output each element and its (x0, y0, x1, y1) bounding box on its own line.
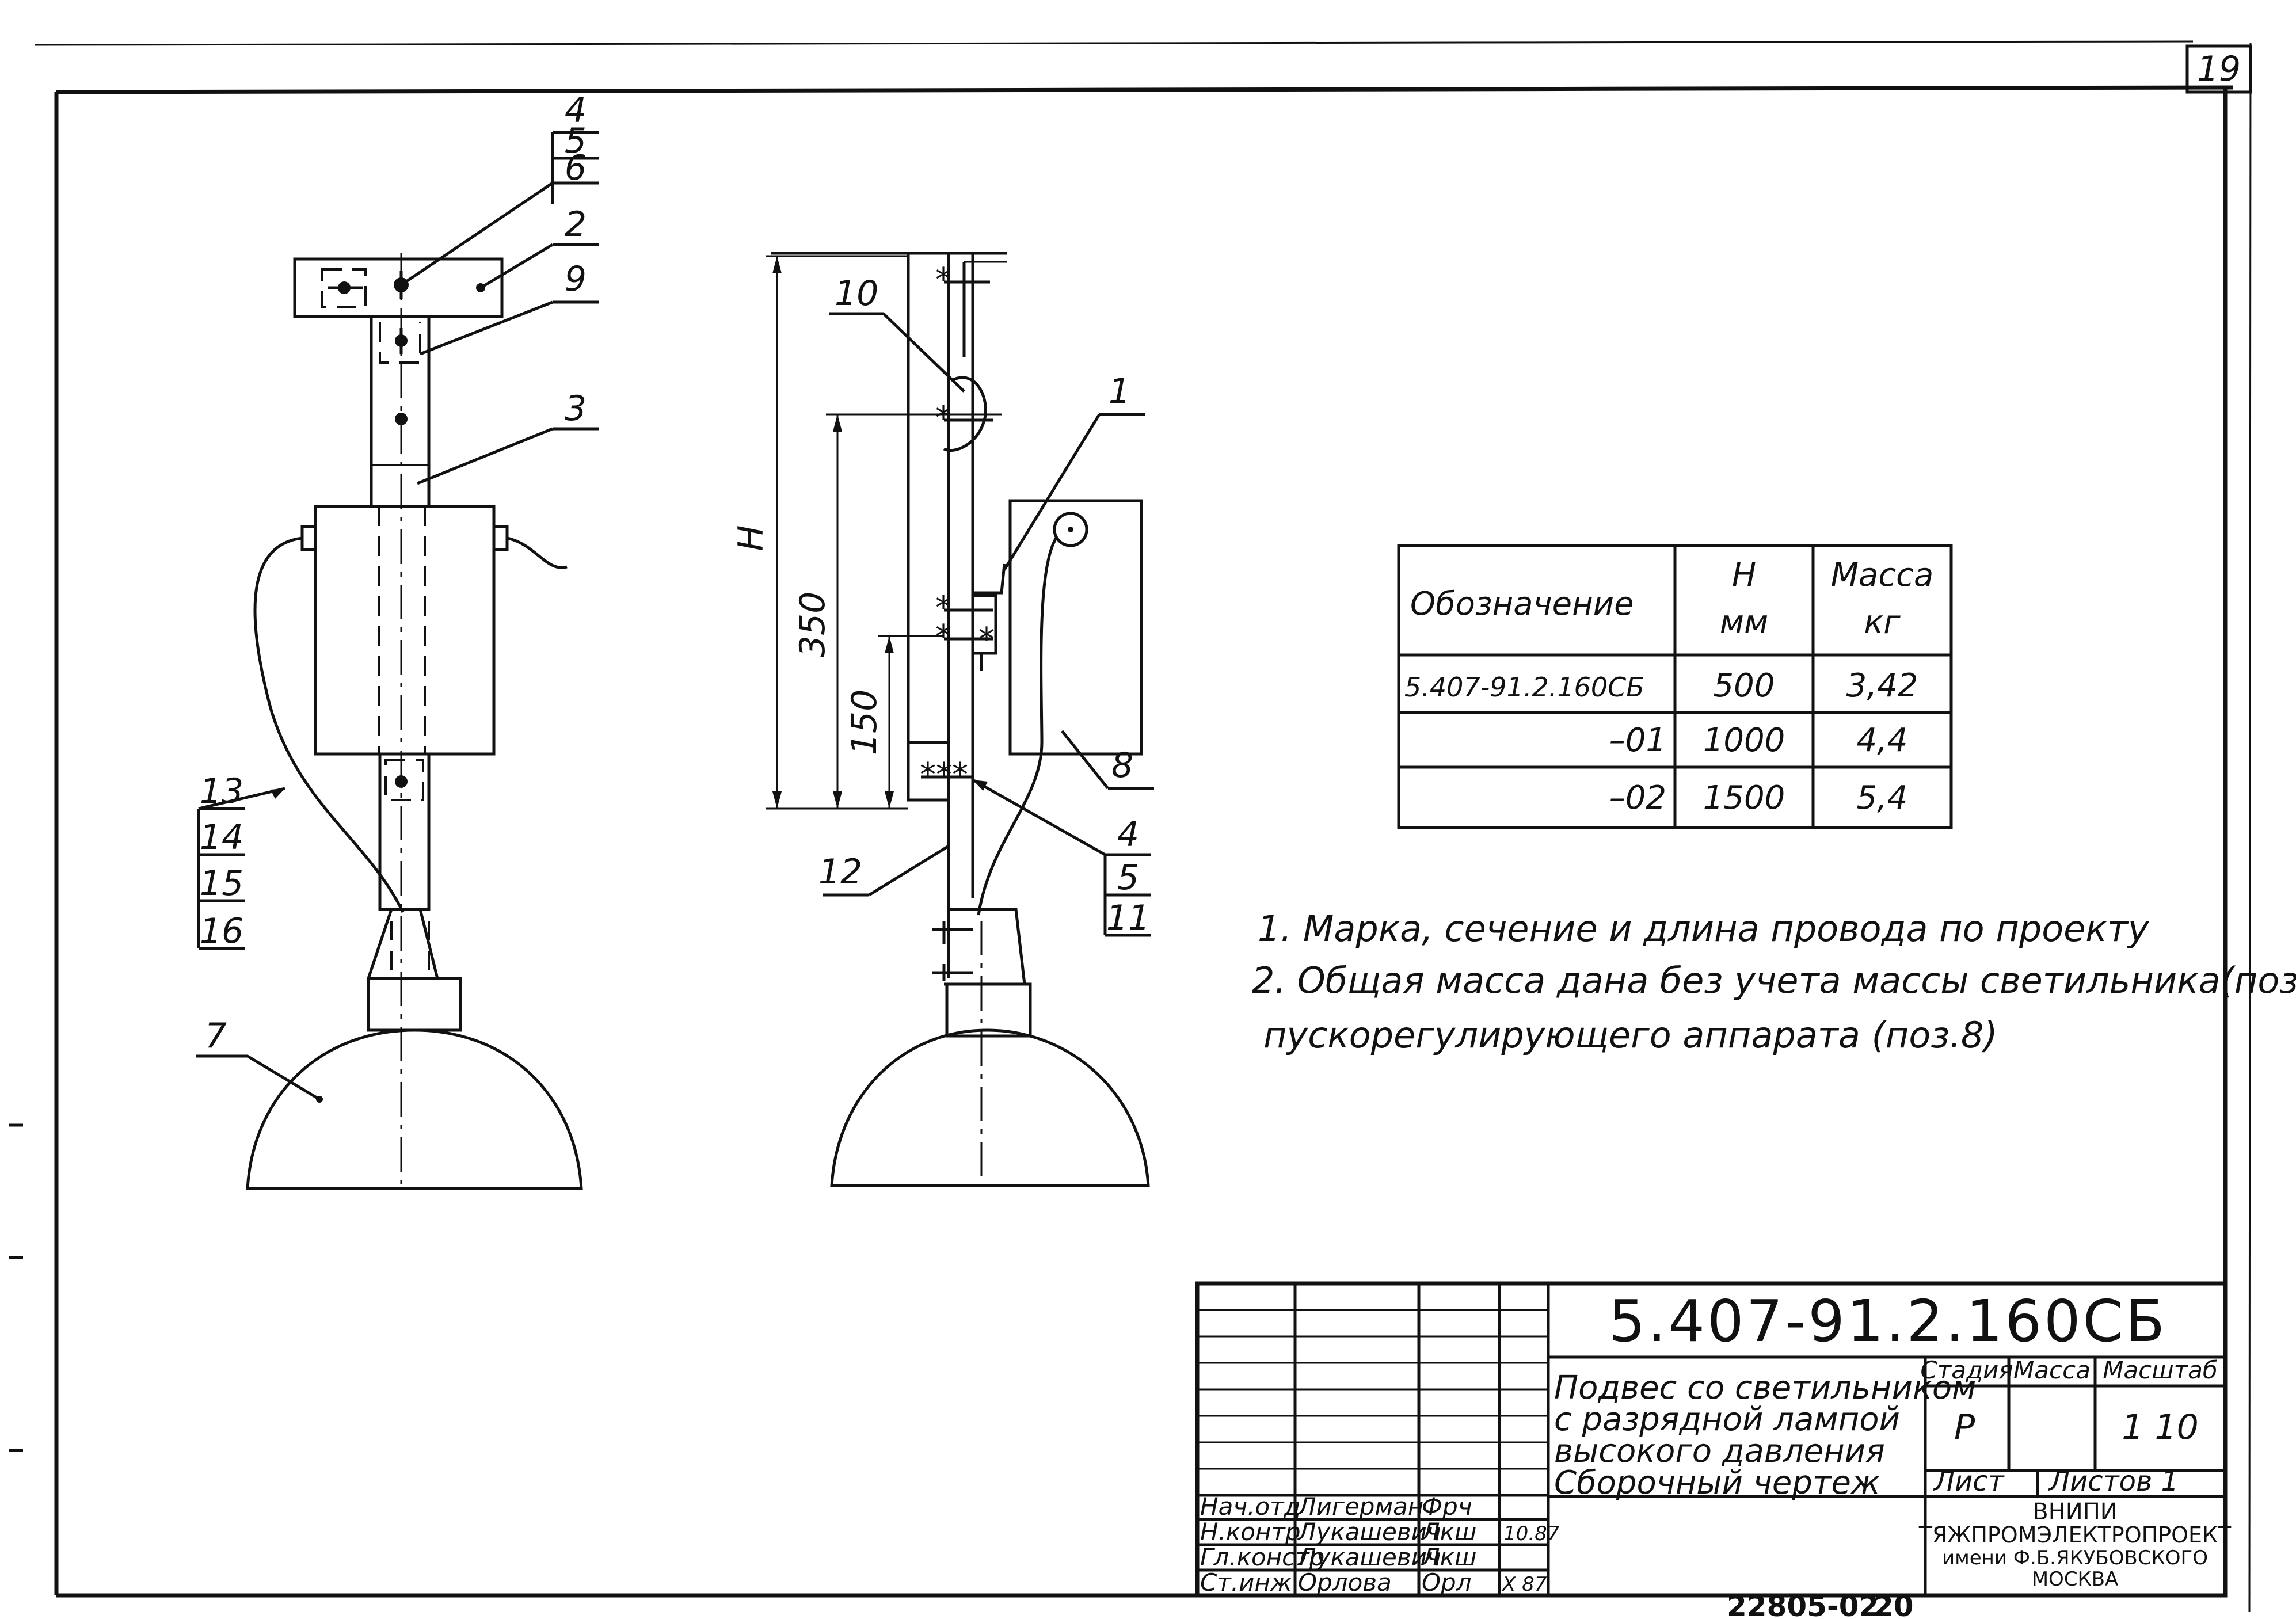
spec-table: Обозначение H мм Масса кг 5.407-91.2.160… (1397, 544, 1953, 829)
callout-front-14: 14 (200, 817, 243, 858)
callout-front-13: 13 (200, 771, 243, 812)
callout-front-6: 6 (565, 148, 587, 188)
signer-name: Орлова (1298, 1568, 1392, 1597)
svg-text:*: * (978, 621, 995, 658)
callout-side-12: 12 (818, 852, 862, 892)
signer-signature: Лкш (1421, 1518, 1476, 1546)
td-designation: –01 (1609, 722, 1666, 759)
callout-side-1: 1 (1109, 371, 1130, 412)
front-view: 4 5 6 2 9 3 13 14 15 16 7 (196, 90, 599, 1190)
stage-header: Стадия (1920, 1356, 2013, 1384)
signer-role: Ст.инж (1200, 1568, 1292, 1597)
signer-name: Лукашевич (1297, 1543, 1441, 1571)
stage-value: Р (1954, 1407, 1975, 1447)
dim-height-label: H (731, 525, 771, 551)
svg-text:*: * (935, 399, 951, 437)
scale-value: 1 10 (2122, 1407, 2199, 1447)
title-line: Сборочный чертеж (1554, 1464, 1880, 1502)
td-designation: 5.407-91.2.160СБ (1404, 672, 1644, 703)
org-line: ВНИПИ (2032, 1499, 2117, 1525)
luminaire-dome (246, 1028, 583, 1190)
td-h: 500 (1714, 667, 1775, 704)
sheets-label: Листов 1 (2048, 1465, 2179, 1498)
callout-side-11: 11 (1106, 898, 1150, 938)
title-block: 5.407-91.2.160СБ Подвес со светильником … (1195, 1281, 2232, 1598)
callout-front-3: 3 (565, 388, 587, 429)
svg-text:*: * (935, 589, 951, 627)
side-view: * * * * * *** (731, 252, 1154, 1187)
luminaire-side (830, 1028, 1150, 1187)
title-line: Подвес со светильником (1554, 1369, 1976, 1407)
callout-side-10: 10 (835, 273, 878, 314)
signer-signature: Фрч (1422, 1492, 1472, 1521)
page-number: 19 (2197, 49, 2241, 89)
callout-front-4: 4 (565, 90, 587, 131)
signer-date: 10.87 (1503, 1522, 1560, 1545)
td-mass: 4,4 (1856, 722, 1907, 759)
callout-front-7: 7 (205, 1016, 227, 1056)
signer-role: Нач.отд (1200, 1492, 1301, 1521)
scale-header: Масштаб (2103, 1356, 2218, 1384)
th-mass: Масса (1831, 557, 1934, 594)
signer-signature: Лкш (1421, 1543, 1476, 1571)
td-h: 1000 (1703, 722, 1785, 759)
signer-name: Лигерман (1297, 1492, 1423, 1521)
th-designation: Обозначение (1410, 585, 1634, 623)
archive-suffix: 20 (1874, 1590, 1914, 1619)
td-mass: 3,42 (1846, 667, 1918, 704)
svg-text:*: * (935, 261, 951, 299)
note-line: 2. Общая масса дана без учета массы свет… (1252, 959, 2296, 1001)
callout-side-4: 4 (1117, 814, 1139, 855)
callout-front-15: 15 (200, 863, 243, 904)
ballast-side (1008, 499, 1143, 756)
signer-role: Н.контр (1200, 1518, 1301, 1546)
title-line: с разрядной лампой (1554, 1401, 1900, 1438)
callout-front-16: 16 (200, 911, 243, 951)
archive-number: 22805-02 (1727, 1590, 1879, 1619)
th-h: H (1732, 557, 1756, 594)
signer-date: X 87 (1501, 1573, 1547, 1596)
svg-text:***: *** (920, 756, 968, 794)
title-line: высокого давления (1554, 1433, 1885, 1470)
ballast-box (314, 505, 496, 756)
dim-350-label: 350 (793, 592, 833, 658)
callout-front-9: 9 (565, 259, 587, 299)
sheet-frame: 19 (9, 40, 2252, 1612)
th-h-unit: мм (1720, 604, 1769, 641)
callout-side-8: 8 (1111, 745, 1133, 786)
org-line: МОСКВА (2032, 1568, 2119, 1591)
td-mass: 5,4 (1856, 779, 1907, 817)
callout-front-5: 5 (565, 121, 587, 161)
signer-name: Лукашевич (1297, 1518, 1441, 1546)
org-line: ТЯЖПРОМЭЛЕКТРОПРОЕКТ (1918, 1522, 2232, 1548)
callout-side-5: 5 (1117, 858, 1139, 898)
note-line: пускорегулирующего аппарата (поз.8) (1263, 1014, 1998, 1056)
dim-150-label: 150 (844, 689, 885, 756)
document-code: 5.407-91.2.160СБ (1609, 1287, 2167, 1355)
mass-header: Масса (2013, 1356, 2091, 1384)
note-line: 1. Марка, сечение и длина провода по про… (1258, 908, 2150, 950)
signer-role: Гл.констр (1200, 1543, 1324, 1571)
sheet-label: Лист (1933, 1465, 2005, 1498)
td-designation: –02 (1609, 779, 1666, 817)
th-mass-unit: кг (1864, 604, 1901, 641)
org-line: имени Ф.Б.ЯКУБОВСКОГО (1942, 1546, 2208, 1570)
notes: 1. Марка, сечение и длина провода по про… (1252, 908, 2296, 1056)
callout-front-2: 2 (565, 204, 587, 245)
signer-signature: Орл (1422, 1568, 1472, 1597)
td-h: 1500 (1703, 779, 1785, 817)
